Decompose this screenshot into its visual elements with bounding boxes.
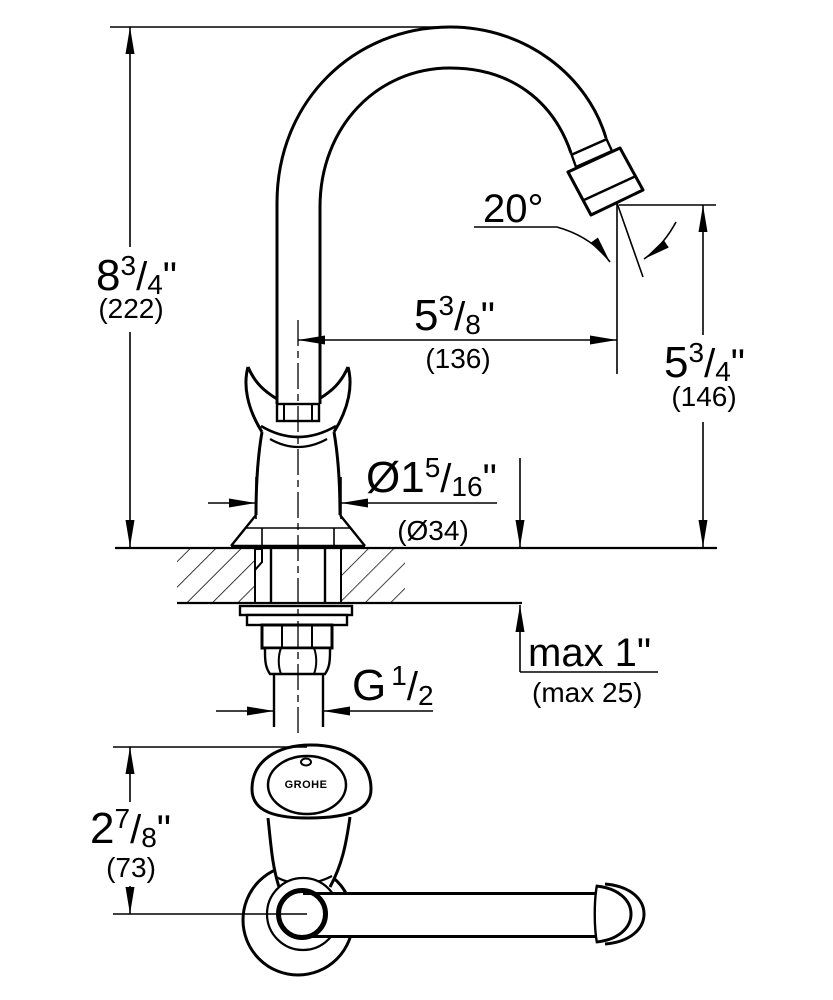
deck-hatch-right — [341, 549, 405, 603]
spout-pipe-plan — [299, 882, 646, 946]
spout-band-edge-left — [569, 152, 578, 168]
dim-deck-thickness-label: max 1" — [528, 631, 651, 675]
body-side-left — [254, 431, 264, 516]
mounting-deck — [115, 546, 717, 605]
skirt-flare-right — [339, 514, 366, 547]
dim-handle-height-metric: (73) — [106, 852, 156, 883]
plan-view: GROHE 27/8" (73) — [90, 743, 646, 977]
dim-handle-height: 27/8" (73) — [90, 746, 307, 915]
taper-fill — [268, 817, 350, 887]
handle-knob-plan: GROHE — [250, 743, 373, 820]
handle-body — [230, 366, 366, 548]
dim-spout-reach: 53/8" (136) — [298, 290, 617, 374]
angle-arc-left — [556, 226, 611, 263]
body-side-right — [332, 431, 342, 516]
dim-total-height-label: 83/4" — [96, 250, 177, 300]
skirt-flare-left — [230, 514, 257, 547]
dim-outlet-height-label: 53/4" — [664, 337, 745, 387]
anti-rotation-tab — [254, 548, 263, 573]
body-shoulder-arc-2 — [269, 438, 328, 449]
dim-spout-angle: 20° — [474, 187, 677, 374]
dim-body-diameter-metric: (Ø34) — [397, 515, 469, 546]
deck-hatch-left — [177, 549, 255, 603]
dim-handle-height-label: 27/8" — [90, 803, 171, 853]
aerator-rim-line — [583, 174, 637, 202]
knob-top-face — [266, 754, 348, 816]
acorn-nut — [263, 646, 332, 676]
handle-horn-left-inner — [246, 366, 278, 401]
side-view: 83/4" (222) 20° 53/8" (136) 53/4" (146) — [96, 25, 745, 733]
dim-outlet-height-metric: (146) — [671, 381, 736, 412]
dim-body-diameter: Ø15/16" (Ø34) — [208, 452, 497, 546]
acorn-facet-left — [277, 647, 282, 675]
handle-horn-right-inner — [318, 366, 350, 401]
taper-side-right — [328, 816, 352, 888]
taper-side-left — [266, 817, 281, 888]
dim-body-diameter-label: Ø15/16" — [366, 452, 497, 502]
knob-index-dot — [300, 757, 312, 767]
angled-flow-line — [616, 202, 644, 278]
spout-band-edge-right — [604, 137, 614, 152]
dim-deck-thickness: max 1" (max 25) — [515, 458, 658, 708]
dim-spout-reach-metric: (136) — [425, 343, 490, 374]
dim-total-height: 83/4" (222) — [96, 26, 450, 547]
spout-inner-curve — [318, 66, 573, 404]
hex-nut — [260, 623, 334, 650]
dim-spout-reach-label: 53/8" — [414, 290, 495, 340]
handle-horn-left-outer — [244, 366, 264, 433]
dim-total-height-metric: (222) — [98, 293, 163, 324]
pipe-cap-left-edge — [593, 884, 599, 944]
washer-plate-1 — [238, 604, 354, 617]
pipe-cap-fill — [596, 884, 644, 944]
pipe-fill — [299, 894, 598, 936]
spout-band-line-1 — [570, 137, 608, 157]
angle-arc-right — [643, 221, 677, 260]
acorn-facet-right — [313, 647, 318, 675]
under-deck-assembly — [238, 320, 354, 733]
dim-angle-label: 20° — [483, 187, 544, 231]
handle-horn-right-outer — [332, 366, 352, 433]
pipe-cap-inner-arc — [595, 884, 633, 944]
dim-outlet-height: 53/4" (146) — [619, 204, 745, 547]
dim-deck-thickness-metric: (max 25) — [532, 677, 642, 708]
brand-logo-text: GROHE — [285, 779, 328, 791]
pipe-cap-outer-arc — [604, 882, 646, 946]
